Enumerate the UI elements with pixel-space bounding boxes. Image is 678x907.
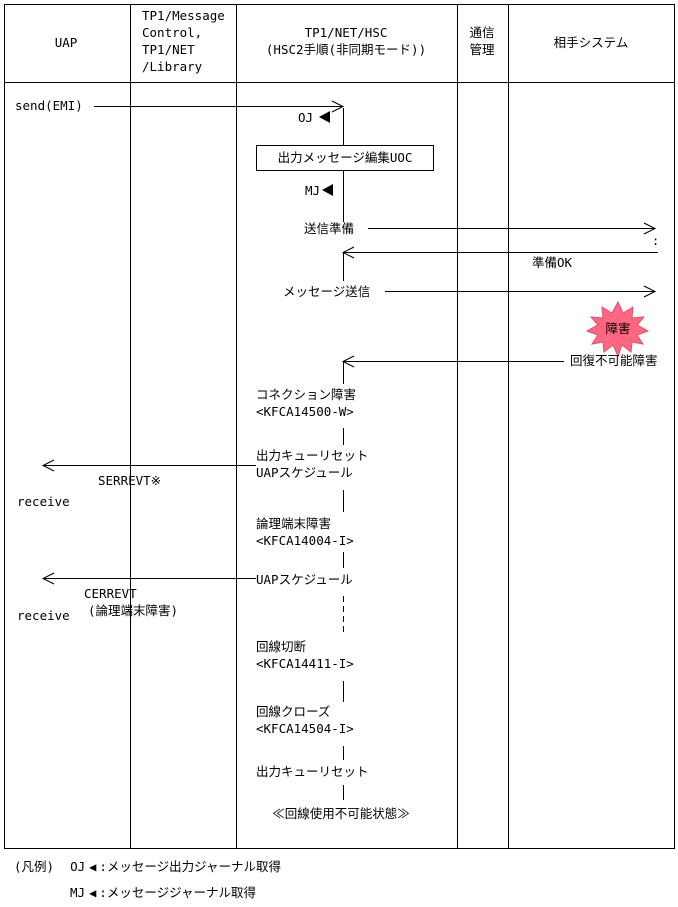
diagram-frame [4,4,675,849]
cerrevt-arrowhead [41,572,55,585]
column-header-comm: 通信 [469,25,494,40]
line-close-code: <KFCA14504-I> [256,721,354,736]
column-header-tp1mc: TP1/Message [142,8,225,23]
cerrevt-note: (論理端末障害) [88,603,178,618]
receive-label: receive [17,494,70,509]
fault-label: 障害 [605,321,630,336]
continuation-mark: : [652,234,659,248]
unrecoverable-label: 回復不可能障害 [570,353,658,368]
uoc-label: 出力メッセージ編集UOC [278,150,413,165]
uap-schedule-label: UAPスケジュール [256,465,353,480]
column-header-hsc: TP1/NET/HSC [305,25,388,40]
line-close-label: 回線クローズ [256,704,330,719]
cerrevt-label: CERREVT [84,586,137,601]
prep-label: 送信準備 [304,221,354,236]
receive-label: receive [17,608,70,623]
line-cut-code: <KFCA14411-I> [256,656,354,671]
column-header-remote: 相手システム [554,35,629,50]
uap-schedule-label: UAPスケジュール [256,572,353,587]
send-arrowhead [331,100,345,113]
conn-fault-label: コネクション障害 [256,387,356,402]
unusable-state-label: ≪回線使用不可能状態≫ [272,806,410,821]
msg-send-arrowhead [643,285,657,298]
prep-ok-arrowhead [341,246,355,259]
fault-burst-icon [585,300,650,358]
column-header-tp1mc: /Library [142,59,203,74]
journal-marker-icon: ◀ [89,860,97,874]
oj-label: OJ [298,110,313,125]
lterm-fault-code: <KFCA14004-I> [256,533,354,548]
column-header-tp1mc: Control, [142,25,202,40]
mj-label: MJ [305,183,320,198]
column-header-uap: UAP [55,35,78,50]
journal-marker-icon [319,111,330,123]
legend-row-oj: (凡例) OJ◀:メッセージ出力ジャーナル取得 [14,856,281,875]
uoc-box [256,145,434,171]
legend-row-mj: MJ◀:メッセージジャーナル取得 [70,882,256,901]
lterm-fault-label: 論理端末障害 [256,516,331,531]
column-header-hsc: (HSC2手順(非同期モード)) [266,42,426,57]
serrevt-label: SERREVT※ [98,473,161,488]
legend-prefix: (凡例) [14,859,55,874]
serrevt-arrowhead [41,459,55,472]
prep-ok-label: 準備OK [532,255,573,270]
queue-reset-label: 出力キューリセット [256,764,369,779]
line-cut-label: 回線切断 [256,639,306,654]
journal-marker-icon: ◀ [89,886,97,900]
legend-mj-key: MJ [70,885,86,900]
legend-mj-desc: :メッセージジャーナル取得 [99,885,256,900]
journal-marker-icon [322,184,333,196]
column-header-comm: 管理 [469,42,495,57]
legend-oj-key: OJ [70,859,86,874]
column-header-tp1mc: TP1/NET [142,42,195,57]
send-label: send(EMI) [15,98,83,113]
conn-fault-code: <KFCA14500-W> [256,404,354,419]
legend-oj-desc: :メッセージ出力ジャーナル取得 [99,859,282,874]
queue-reset-label: 出力キューリセット [256,448,369,463]
msg-send-label: メッセージ送信 [283,284,370,299]
unrecoverable-arrowhead [341,355,355,368]
prep-arrowhead [643,222,657,235]
